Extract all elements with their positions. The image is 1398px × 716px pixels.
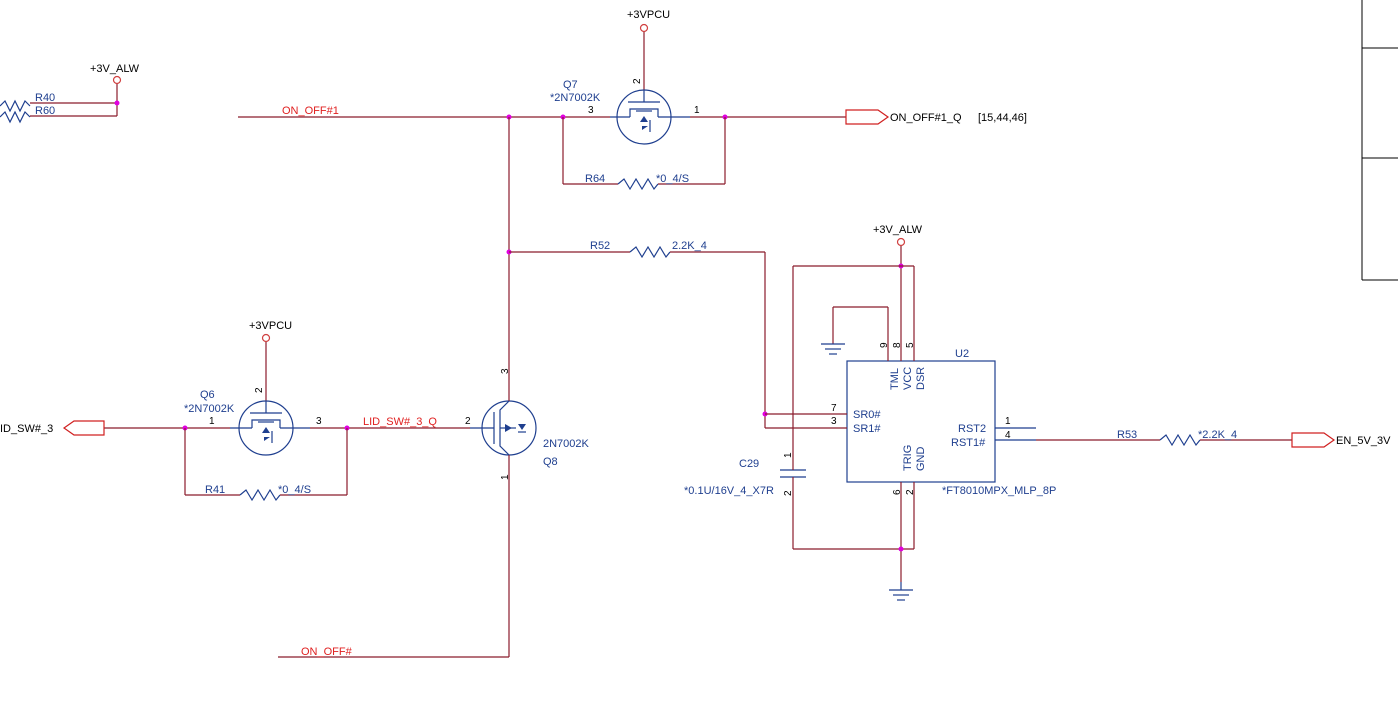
net-label-on-off: ON_OFF#: [301, 646, 353, 658]
port-label-on-off1-q: ON_OFF#1_Q: [890, 112, 962, 124]
u2-pin-sr0: SR0#: [853, 409, 881, 421]
c29-value: *0.1U/16V_4_X7R: [684, 485, 774, 497]
u2-pin-tml: TML: [889, 368, 901, 390]
u2-pin-dsr: DSR: [915, 367, 927, 390]
port-refs-on-off1-q: [15,44,46]: [978, 112, 1027, 124]
r41-resistor: R41 *0_4/S: [184, 428, 348, 502]
q6-mosfet: +3VPCU 2 1 3 Q6 *2N7002K LID_SW#_3_Q: [104, 320, 470, 456]
q6-pin-s: 3: [316, 416, 322, 427]
u2-pin-7: 7: [831, 403, 837, 414]
q8-part: 2N7002K: [543, 438, 590, 450]
q6-part: *2N7002K: [184, 403, 235, 415]
u2-pin-vcc: VCC: [902, 367, 914, 390]
c29-ref: C29: [739, 458, 759, 470]
net-label-on-off1: ON_OFF#1: [282, 105, 339, 117]
c29-capacitor: 1 2 C29 *0.1U/16V_4_X7R: [684, 452, 806, 549]
r64-ref: R64: [585, 173, 605, 185]
u2-pin-gnd: GND: [915, 447, 927, 472]
title-block-border: [1361, 0, 1398, 281]
u2-part: *FT8010MPX_MLP_8P: [942, 485, 1056, 497]
net-label-lid-sw-3-q: LID_SW#_3_Q: [363, 416, 437, 428]
q7-pin-d: 3: [588, 105, 594, 116]
u2-ref: U2: [955, 348, 969, 360]
u2-pin-4: 4: [1005, 430, 1011, 441]
u2-pin-rst1: RST1#: [951, 437, 986, 449]
u2-pin-3: 3: [831, 416, 837, 427]
r40-ref: R40: [35, 92, 55, 104]
q8-pin-s: 1: [500, 474, 511, 480]
power-label-3vpcu-top: +3VPCU: [627, 9, 670, 21]
q8-pin-d: 3: [500, 368, 511, 374]
r52-value: 2.2K_4: [672, 240, 707, 252]
u2-pin-9: 9: [879, 342, 890, 348]
port-label-en-5v-3v: EN_5V_3V: [1336, 435, 1391, 447]
u2-pin-6: 6: [892, 489, 903, 495]
power-label-3v-alw-left: +3V_ALW: [90, 63, 140, 75]
c29-pin-1: 1: [783, 452, 794, 458]
r40-r60-group: +3V_ALW R40 R60: [0, 63, 140, 124]
q7-mosfet: +3VPCU 2 3 1 Q7 *2N7002K: [550, 9, 846, 145]
r60-ref: R60: [35, 105, 55, 117]
u2-ic: U2 *FT8010MPX_MLP_8P +3V_ALW 9 8 5 TML V…: [765, 224, 1056, 601]
on-off1-net: ON_OFF#1: [238, 105, 610, 385]
q7-pin-g: 2: [632, 78, 643, 84]
r41-value: *0_4/S: [278, 484, 311, 496]
u2-pin-5: 5: [905, 342, 916, 348]
port-label-lid-sw-3: ID_SW#_3: [0, 423, 53, 435]
r53-value: *2.2K_4: [1198, 429, 1237, 441]
q7-pin-s: 1: [694, 105, 700, 116]
q6-ref: Q6: [200, 389, 215, 401]
r53-resistor: R53 *2.2K_4: [1036, 429, 1292, 447]
power-label-3v-alw-u2: +3V_ALW: [873, 224, 923, 236]
r52-ref: R52: [590, 240, 610, 252]
port-lid-sw-3: ID_SW#_3: [0, 420, 105, 436]
q6-pin-d: 1: [209, 416, 215, 427]
q8-ref: Q8: [543, 456, 558, 468]
u2-pin-trig: TRIG: [902, 445, 914, 471]
r53-ref: R53: [1117, 429, 1137, 441]
u2-pin-8: 8: [892, 342, 903, 348]
c29-pin-2: 2: [783, 490, 794, 496]
on-off-net: ON_OFF#: [278, 646, 509, 658]
power-label-3vpcu-q6: +3VPCU: [249, 320, 292, 332]
u2-pin-sr1: SR1#: [853, 423, 881, 435]
q7-ref: Q7: [563, 79, 578, 91]
r64-resistor: R64 *0_4/S: [562, 117, 726, 191]
q7-part: *2N7002K: [550, 92, 601, 104]
u2-pin-1: 1: [1005, 416, 1011, 427]
u2-pin-2: 2: [905, 489, 916, 495]
port-en-5v-3v: EN_5V_3V: [1291, 432, 1391, 448]
q8-pin-g: 2: [465, 416, 471, 427]
q8-mosfet: 3 1 2 2N7002K Q8: [465, 368, 590, 657]
r52-resistor: R52 2.2K_4: [509, 240, 768, 428]
port-on-off1-q: ON_OFF#1_Q [15,44,46]: [845, 109, 1027, 125]
q6-pin-g: 2: [254, 387, 265, 393]
r41-ref: R41: [205, 484, 225, 496]
r64-value: *0_4/S: [656, 173, 689, 185]
u2-pin-rst2: RST2: [958, 423, 986, 435]
